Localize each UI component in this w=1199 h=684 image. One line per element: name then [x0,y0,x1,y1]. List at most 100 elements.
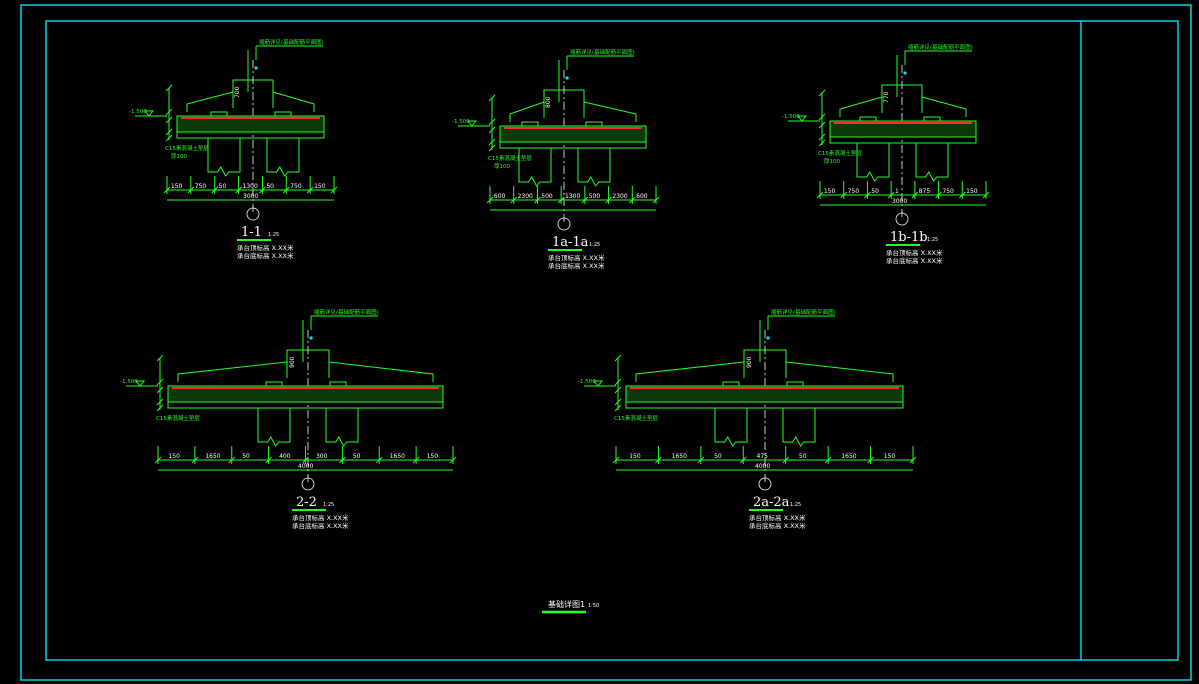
h-dim-value: 1650 [205,453,220,460]
h-dim-value: 500 [541,193,553,200]
pile-left [856,143,890,182]
h-dim-value: 150 [168,453,180,460]
level-triangle [143,110,155,117]
left-note: C15素混凝土垫层 [488,154,532,162]
h-dim-value: 875 [919,188,931,195]
pile-right [325,408,359,447]
left-note: C15素混凝土垫层 [156,414,200,422]
top-label: 插筋详见(基础配筋平面图) [570,48,635,56]
h-dim-tick [211,186,219,194]
h-dim-value: 750 [290,183,302,190]
h-dim-tick [302,456,309,464]
vertical-dim-tick [818,113,826,121]
h-dim-value: 50 [266,183,274,190]
h-dim-tick [887,191,895,199]
vertical-dim-tick [165,108,173,116]
sheet-title: 基础详图1 [548,599,585,609]
h-dim-value: 50 [871,188,879,195]
vertical-dim-tick [488,118,496,126]
h-dim-tick [486,196,494,204]
h-dim-value: 750 [848,188,860,195]
h-dim-tick [739,456,747,464]
h-dim-tick [534,196,541,204]
h-dim-tick [306,186,314,194]
overall-dim-value: 3000 [892,198,907,205]
column-dim: 900 [289,356,296,368]
overall-dim-value: 4000 [755,463,770,470]
vertical-dim-tick [818,89,826,97]
left-note-2: 厚100 [494,163,510,170]
h-dim-tick [935,191,942,199]
level-triangle [134,380,146,387]
blinding-pad [176,131,325,139]
section-title: 1b-1b [890,230,928,245]
h-dim-value: 1300 [565,193,580,200]
top-label: 插筋详见(基础配筋平面图) [771,308,836,316]
h-dim-tick [840,191,848,199]
column-dim: 800 [545,96,552,108]
note-line-2: 承台底标高 X.XX米 [237,251,294,260]
note-line-2: 承台底标高 X.XX米 [292,521,349,530]
h-dim-value: 150 [824,188,836,195]
section-bubble [246,207,260,221]
h-dim-tick [612,456,620,464]
vertical-dim-tick [488,126,496,134]
note-line-2: 承台底标高 X.XX米 [886,256,943,265]
h-dim-value: 50 [242,453,250,460]
h-dim-value: 500 [589,193,601,200]
h-dim-value: 750 [942,188,954,195]
rebar-tag-left [722,381,740,387]
h-dim-value: 400 [279,453,291,460]
h-dim-tick [782,456,790,464]
h-dim-tick [628,196,636,204]
column-dim: 900 [746,356,753,368]
h-dim-tick [652,196,660,204]
inner-border [45,20,1179,661]
section-bubble [301,477,315,491]
rebar-tag-left [859,116,877,122]
h-dim-value: 1 [895,188,899,195]
top-label: 插筋详见(基础配筋平面图) [259,38,324,46]
vertical-dim-tick [614,354,622,362]
rebar-tag-left [521,121,539,127]
h-dim-tick [412,456,420,464]
left-note: C15素混凝土垫层 [818,149,862,157]
pile-left [257,408,291,447]
h-dim-tick [867,456,874,464]
column-dim: 700 [234,86,241,98]
h-dim-tick [330,186,338,194]
sheet-scale: 1:50 [588,603,599,609]
h-dim-tick [911,191,919,199]
h-dim-tick [163,186,171,194]
note-line-1: 承台顶标高 X.XX米 [292,513,349,522]
rebar-dot [309,336,313,340]
h-dim-value: 475 [757,453,769,460]
overall-dim-value: 3000 [243,193,258,200]
section-title: 1a-1a [552,235,589,250]
vertical-dim-tick [156,386,164,394]
section-scale: 1:25 [589,242,600,248]
h-dim-value: 600 [636,193,648,200]
note-line-1: 承台顶标高 X.XX米 [749,513,806,522]
rebar-tag-right [786,381,804,387]
h-dim-tick [697,456,705,464]
section-title: 1-1 [241,225,262,240]
h-dim-tick [339,456,346,464]
h-dim-value: 150 [629,453,641,460]
h-dim-tick [449,456,457,464]
note-line-1: 承台顶标高 X.XX米 [548,253,605,262]
blinding-pad [829,136,977,144]
note-line-1: 承台顶标高 X.XX米 [237,243,294,252]
vertical-dim-tick [156,354,164,362]
note-line-1: 承台顶标高 X.XX米 [886,248,943,257]
pile-right [266,138,300,177]
h-dim-tick [259,186,266,194]
h-dim-value: 150 [966,188,978,195]
section-scale: 1:25 [790,502,801,508]
h-dim-value: 150 [884,453,896,460]
vertical-dim-tick [614,378,622,386]
h-dim-tick [510,196,518,204]
